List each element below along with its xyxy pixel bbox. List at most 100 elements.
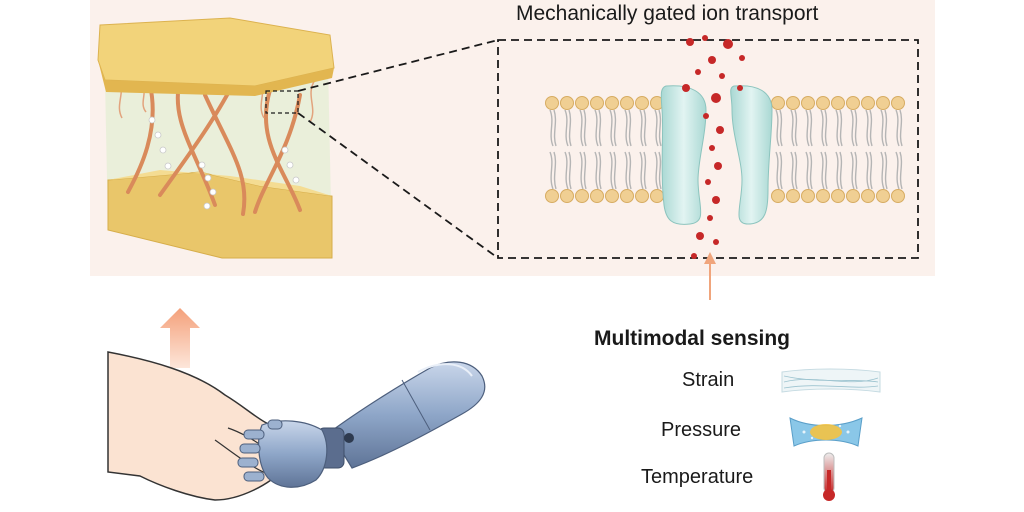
sensing-label-pressure: Pressure: [661, 419, 742, 441]
lipid-tail: [583, 109, 587, 147]
lipid-tail: [865, 151, 870, 190]
sensing-label-strain: Strain: [682, 369, 735, 391]
lipid-head: [861, 96, 875, 110]
lipid-head: [816, 96, 830, 110]
lipid-head: [891, 189, 905, 203]
ion: [696, 232, 704, 240]
lipid-head: [861, 189, 875, 203]
lipid-head: [831, 189, 845, 203]
lipid-head: [635, 189, 649, 203]
zoom-box: [497, 39, 919, 259]
lipid-head: [801, 96, 815, 110]
ion: [712, 196, 720, 204]
lipid-head: [786, 189, 800, 203]
lipid-tail: [880, 151, 885, 190]
bead-chain: [148, 116, 300, 210]
lipid-tail: [628, 109, 632, 147]
lipid-tail: [850, 151, 855, 190]
lipid-tail: [598, 109, 602, 147]
lipid-tail: [899, 109, 903, 147]
lipid-tail: [643, 151, 647, 190]
ion: [702, 35, 708, 41]
lipid-head: [771, 189, 785, 203]
lipid-tail: [775, 109, 780, 147]
lipid-tail: [613, 109, 617, 147]
lipid-tail: [895, 151, 900, 190]
stimulus-arrow: [704, 252, 716, 300]
lipid-head: [831, 96, 845, 110]
lipid-tail: [820, 151, 825, 190]
zoom-marker: [265, 90, 299, 114]
ion: [711, 93, 721, 103]
lipid-tail: [854, 109, 858, 147]
ion: [737, 85, 743, 91]
ion: [682, 84, 690, 92]
ion: [719, 73, 725, 79]
lipid-tail: [869, 109, 873, 147]
lipid-tail: [549, 151, 554, 190]
ion: [708, 56, 716, 64]
lipid-tail: [658, 109, 662, 147]
lipid-tail: [583, 151, 587, 190]
lipid-tail: [835, 109, 840, 147]
lipid-tail: [549, 109, 554, 147]
lipid-tail: [850, 109, 855, 147]
ion: [709, 145, 715, 151]
ion: [705, 179, 711, 185]
lipid-tail: [899, 151, 903, 190]
ion: [703, 113, 709, 119]
lipid-tail: [594, 109, 599, 147]
lipid-tail: [568, 109, 572, 147]
lipid-tail: [654, 151, 659, 190]
ion: [723, 39, 733, 49]
lipid-tail: [839, 109, 843, 147]
lipid-tail: [643, 109, 647, 147]
hand-shake-illustration: [107, 351, 486, 501]
lipid-tail: [564, 109, 569, 147]
ion-particles: [682, 35, 745, 259]
lipid-tail: [609, 109, 614, 147]
lipid-tail: [794, 151, 798, 190]
lipid-tail: [835, 151, 840, 190]
ion: [695, 69, 701, 75]
lipid-head: [891, 96, 905, 110]
lipid-tail: [809, 109, 813, 147]
lipid-head: [575, 189, 589, 203]
lipid-tail: [779, 109, 783, 147]
lipid-tail: [824, 151, 828, 190]
lipid-tail: [790, 109, 795, 147]
lipid-tail: [553, 109, 557, 147]
lipid-tail: [895, 109, 900, 147]
lipid-head: [620, 96, 634, 110]
lipid-tail: [568, 151, 572, 190]
lipid-tail: [865, 109, 870, 147]
lipid-head: [786, 96, 800, 110]
lipid-tail: [884, 151, 888, 190]
prosthetic-hand: [258, 420, 328, 488]
lipid-head: [816, 189, 830, 203]
prosthetic-arm: [329, 361, 486, 469]
lipid-tail: [794, 109, 798, 147]
lipid-tail: [609, 151, 614, 190]
lipid-tail: [639, 109, 644, 147]
diagram-title: Mechanically gated ion transport: [516, 2, 819, 25]
lipid-head: [545, 96, 559, 110]
lipid-head: [560, 189, 574, 203]
lipid-tail: [598, 151, 602, 190]
lipid-tail: [654, 109, 659, 147]
skin-cube: [97, 17, 335, 259]
lipid-tail: [790, 151, 795, 190]
lipid-head: [771, 96, 785, 110]
lipid-tail: [869, 151, 873, 190]
lipid-head: [590, 96, 604, 110]
ion: [707, 215, 713, 221]
ion: [686, 38, 694, 46]
lipid-head: [560, 96, 574, 110]
lipid-tail: [579, 151, 584, 190]
lipid-tail: [820, 109, 825, 147]
lipid-tail: [824, 109, 828, 147]
lipid-head: [876, 189, 890, 203]
lipid-head: [605, 189, 619, 203]
lipid-tail: [880, 109, 885, 147]
